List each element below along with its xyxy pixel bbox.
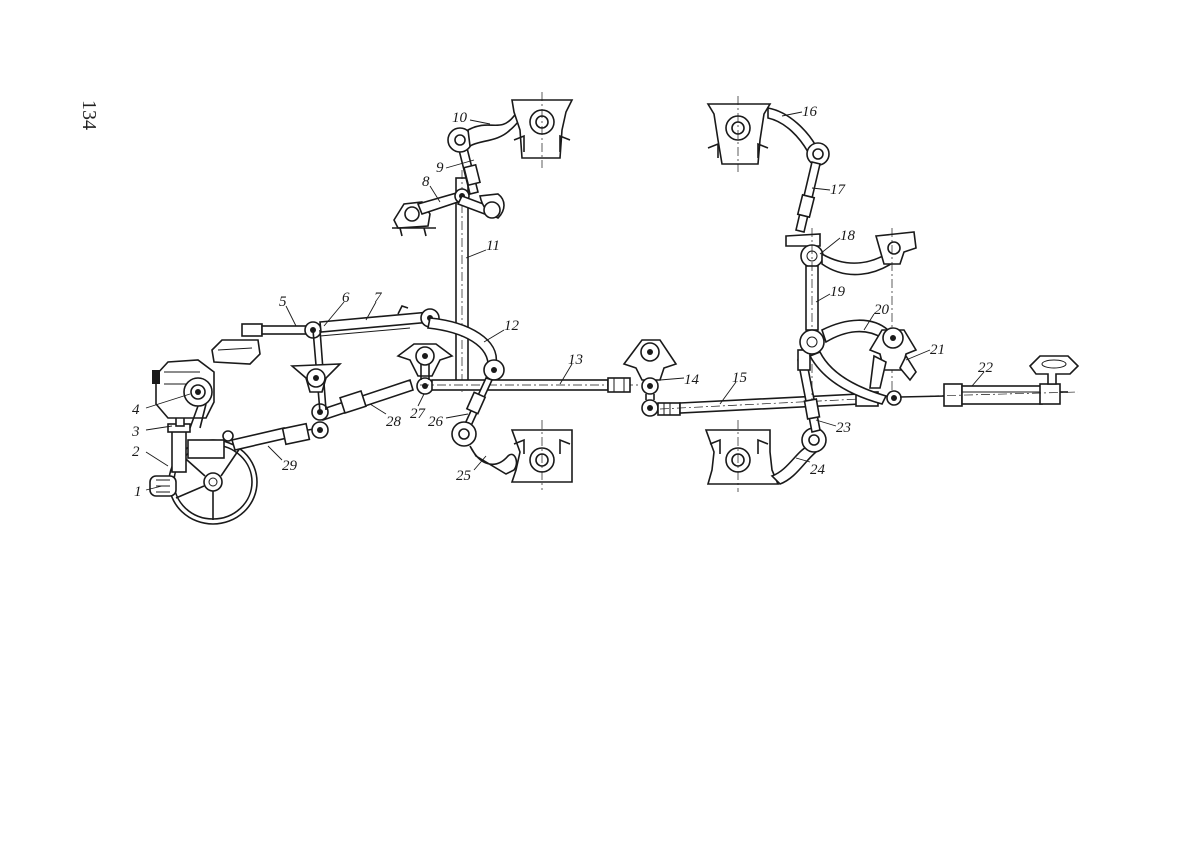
- callout-17: 17: [830, 182, 847, 198]
- callout-leaders: [145, 111, 985, 491]
- callout-22: 22: [978, 360, 994, 376]
- callout-23: 23: [836, 420, 851, 436]
- power-cylinder-22: [899, 355, 1080, 407]
- arm-16: [767, 107, 830, 166]
- callout-6: 6: [342, 290, 350, 306]
- bracket-8: [392, 188, 470, 237]
- callout-1: 1: [134, 484, 142, 500]
- callout-7: 7: [374, 290, 383, 306]
- mirror-bracket: [211, 339, 261, 365]
- frame-support-left-lower: [510, 420, 573, 490]
- callout-16: 16: [802, 104, 818, 120]
- callout-25: 25: [456, 468, 472, 484]
- callout-11: 11: [486, 238, 500, 254]
- link-13: [420, 377, 640, 393]
- callout-26: 26: [428, 414, 444, 430]
- callout-13: 13: [568, 352, 583, 368]
- callout-29: 29: [282, 458, 298, 474]
- link-15: [657, 391, 881, 416]
- callout-4: 4: [132, 402, 140, 418]
- steering-column: [149, 413, 234, 497]
- link-29: [230, 421, 329, 451]
- steering-gear-housing: [152, 359, 215, 429]
- link-5: [241, 321, 322, 339]
- lever-6: [289, 329, 343, 413]
- callout-19: 19: [830, 284, 846, 300]
- callout-2: 2: [132, 444, 140, 460]
- link-7: [319, 305, 440, 337]
- link-17: [785, 161, 821, 247]
- bracket-21: [868, 327, 918, 406]
- callout-5: 5: [279, 294, 287, 310]
- callout-20: 20: [874, 302, 890, 318]
- arm-25: [451, 421, 518, 475]
- callout-15: 15: [732, 370, 748, 386]
- frame-support-left-upper: [511, 92, 574, 168]
- frame-support-right-upper: [706, 96, 772, 172]
- callout-9: 9: [436, 160, 444, 176]
- callout-24: 24: [810, 462, 826, 478]
- callout-27: 27: [410, 406, 427, 422]
- callout-21: 21: [930, 342, 945, 358]
- callout-8: 8: [422, 174, 430, 190]
- lever-12: [427, 317, 505, 381]
- callout-labels: 1 2 3 4 5 6 7 8 9 10 11 12 13 14 15 16 1…: [131, 104, 994, 500]
- callout-14: 14: [684, 372, 700, 388]
- bracket-27: [396, 343, 454, 395]
- link-23: [797, 349, 821, 433]
- frame-support-right-lower: [704, 420, 780, 492]
- link-9: [456, 143, 505, 219]
- callout-28: 28: [386, 414, 402, 430]
- callout-12: 12: [504, 318, 520, 334]
- bracket-14: [622, 339, 678, 417]
- callout-18: 18: [840, 228, 856, 244]
- callout-10: 10: [452, 110, 468, 126]
- callout-3: 3: [131, 424, 140, 440]
- link-28: [311, 378, 414, 422]
